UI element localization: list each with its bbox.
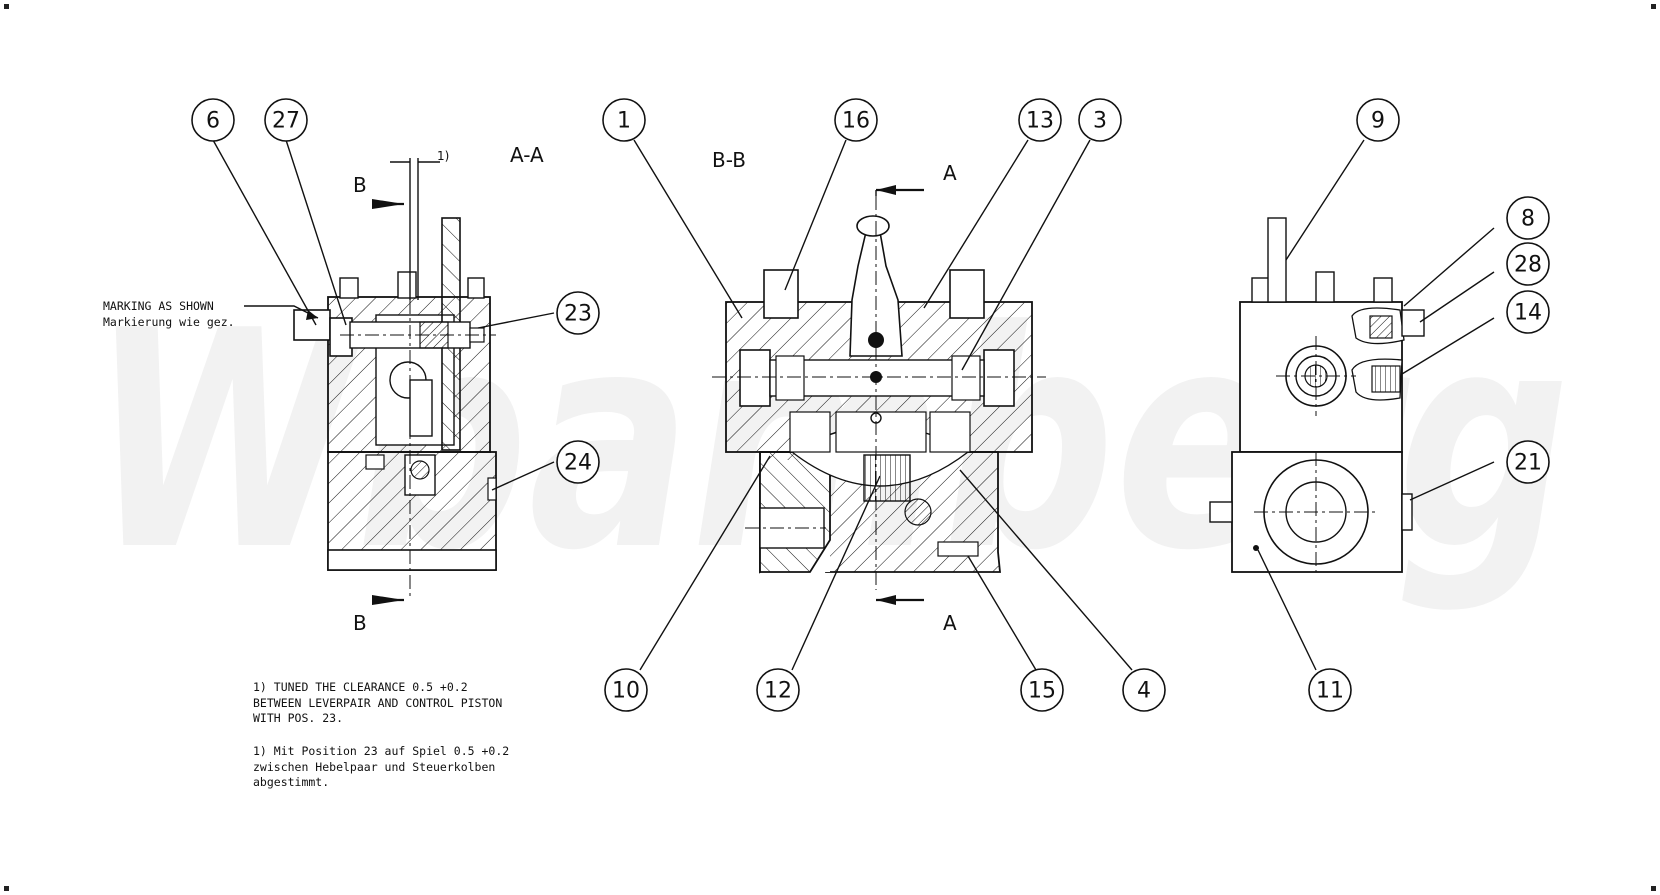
marking-note-en: MARKING AS SHOWN <box>103 299 214 313</box>
section-aa-view <box>293 158 497 605</box>
callout-14: 14 <box>1506 290 1550 334</box>
callout-6: 6 <box>191 98 235 142</box>
svg-text:14: 14 <box>1514 301 1542 326</box>
callout-10: 10 <box>604 668 648 712</box>
callout-11: 11 <box>1308 668 1352 712</box>
callout-1: 1 <box>602 98 646 142</box>
footnote-ref: 1) <box>437 149 449 163</box>
callout-8: 8 <box>1506 196 1550 240</box>
callout-leaders <box>212 139 1495 671</box>
frame-corner-br <box>1651 886 1656 891</box>
callout-3: 3 <box>1078 98 1122 142</box>
cut-b-label-top: B <box>353 173 367 197</box>
cut-b-label-bottom: B <box>353 611 367 635</box>
callout-24: 24 <box>556 440 600 484</box>
svg-text:11: 11 <box>1316 679 1344 704</box>
svg-text:28: 28 <box>1514 253 1542 278</box>
clearance-note-de: 1) Mit Position 23 auf Spiel 0.5 +0.2 zw… <box>253 744 510 789</box>
svg-text:10: 10 <box>612 679 640 704</box>
svg-text:4: 4 <box>1137 679 1151 704</box>
callout-15: 15 <box>1020 668 1064 712</box>
svg-text:12: 12 <box>764 679 792 704</box>
cut-a-label-bottom: A <box>943 611 957 635</box>
callout-28: 28 <box>1506 242 1550 286</box>
callout-21: 21 <box>1506 440 1550 484</box>
callout-13: 13 <box>1018 98 1062 142</box>
svg-text:21: 21 <box>1514 451 1542 476</box>
svg-text:24: 24 <box>564 451 592 476</box>
callout-12: 12 <box>756 668 800 712</box>
frame-corner-tl <box>4 4 9 9</box>
section-bb-view <box>712 185 1046 605</box>
callout-16: 16 <box>834 98 878 142</box>
svg-text:8: 8 <box>1521 207 1535 232</box>
cut-a-label-top: A <box>943 161 957 185</box>
svg-text:23: 23 <box>564 302 592 327</box>
clearance-note-en: 1) TUNED THE CLEARANCE 0.5 +0.2 BETWEEN … <box>253 680 503 725</box>
svg-text:1: 1 <box>617 109 631 134</box>
svg-text:13: 13 <box>1026 109 1054 134</box>
side-view <box>1209 217 1425 573</box>
svg-text:15: 15 <box>1028 679 1056 704</box>
section-aa-label: A-A <box>510 143 544 167</box>
callout-9: 9 <box>1356 98 1400 142</box>
frame-corner-tr <box>1651 4 1656 9</box>
callout-4: 4 <box>1122 668 1166 712</box>
marking-note-de: Markierung wie gez. <box>103 315 235 329</box>
section-bb-label: B-B <box>712 148 746 172</box>
callout-23: 23 <box>556 291 600 335</box>
svg-text:3: 3 <box>1093 109 1107 134</box>
svg-text:9: 9 <box>1371 109 1385 134</box>
svg-text:16: 16 <box>842 109 870 134</box>
svg-text:27: 27 <box>272 109 300 134</box>
callout-27: 27 <box>264 98 308 142</box>
frame-corner-bl <box>4 886 9 891</box>
svg-text:6: 6 <box>206 109 220 134</box>
